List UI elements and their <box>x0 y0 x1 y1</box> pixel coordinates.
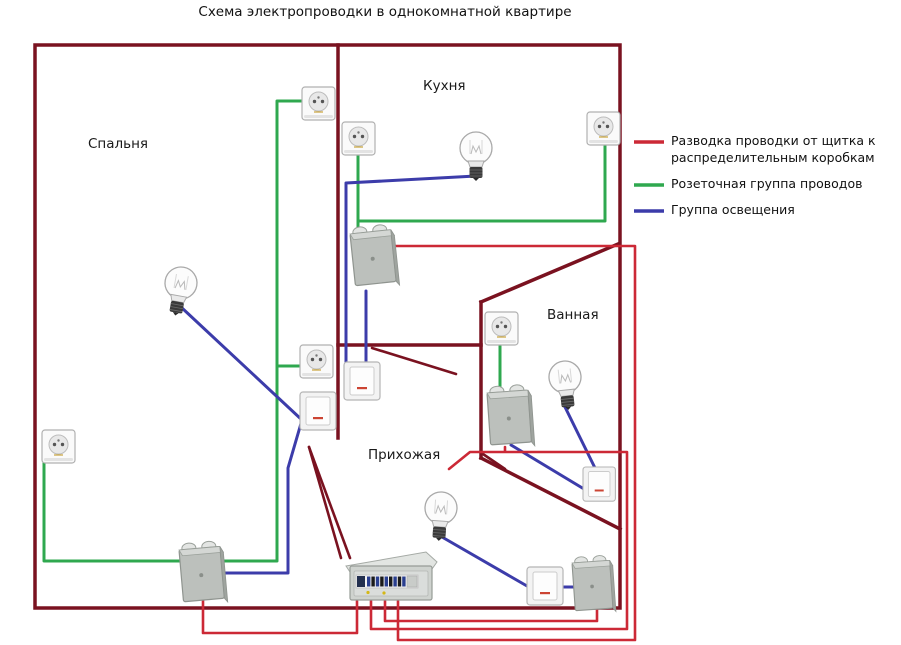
socket-kitchen-right <box>586 111 621 146</box>
switch-bedroom <box>299 391 337 431</box>
room-label-bathroom: Ванная <box>547 307 599 323</box>
wire-blue-bedroom <box>180 306 304 575</box>
door-leaf-bedroom <box>307 445 343 560</box>
room-label-bedroom: Спальня <box>88 136 148 152</box>
legend-item-lighting-group: Группа освещения <box>632 201 900 218</box>
switch-kitchen <box>343 361 381 401</box>
electrical-panel <box>345 551 438 601</box>
socket-kitchen-left <box>341 121 376 156</box>
junction-box-kitchen <box>348 222 401 291</box>
wire-red-bedroom-feeder <box>201 598 359 635</box>
wire-red-bathroom-feeder <box>369 445 629 631</box>
socket-group-wires <box>42 99 607 563</box>
legend-item-socket-group: Розеточная группа проводов <box>632 175 900 192</box>
wire-blue-bathroom-bulb <box>563 405 597 470</box>
room-label-kitchen: Кухня <box>423 78 466 94</box>
bulb-hall <box>422 490 459 543</box>
legend-label-lighting: Группа освещения <box>671 202 795 217</box>
legend-swatch-blue <box>634 209 664 213</box>
bulb-bathroom <box>546 358 586 413</box>
junction-box-bedroom <box>177 539 229 607</box>
legend-label-line1: Разводка проводки от щитка к <box>671 133 876 148</box>
bulb-kitchen <box>459 131 493 182</box>
lighting-group-wires <box>180 174 597 589</box>
wire-red-kitchen-feeder <box>391 244 637 642</box>
wire-blue-hall-bulb <box>440 535 529 588</box>
socket-bedroom-top <box>301 86 336 121</box>
switch-hall <box>526 566 564 606</box>
wall-bathroom-top <box>478 241 621 305</box>
outer-wall <box>33 43 622 610</box>
socket-bedroom-mid <box>299 344 334 379</box>
bulb-bedroom <box>158 263 201 319</box>
door-leaf-kitchen <box>370 346 458 376</box>
switch-bathroom <box>582 466 616 502</box>
legend-label-sockets: Розеточная группа проводов <box>671 176 863 191</box>
junction-box-hall <box>571 554 617 615</box>
legend: Разводка проводки от щитка к распределит… <box>632 132 900 227</box>
legend-swatch-red <box>634 140 664 144</box>
room-label-hall: Прихожая <box>368 447 440 463</box>
junction-box-bathroom <box>485 383 536 450</box>
socket-bathroom <box>484 311 519 346</box>
wire-blue-kitchen-bulb <box>344 174 478 364</box>
wire-red-hall-feeder <box>383 599 599 623</box>
panel-feeder-wires <box>201 244 637 642</box>
wire-green-bedroom <box>42 99 305 563</box>
page-title: Схема электропроводки в однокомнатной кв… <box>198 4 572 20</box>
socket-bedroom-left <box>41 429 76 464</box>
door-leaf-bathroom <box>478 450 507 471</box>
legend-label-line2: распределительным коробкам <box>671 150 875 165</box>
wire-dark-panel-bedroom <box>307 445 352 560</box>
wire-green-kitchen-right <box>356 144 607 223</box>
legend-item-panel-wiring: Разводка проводки от щитка к распределит… <box>632 132 900 166</box>
legend-swatch-green <box>634 183 664 187</box>
walls <box>33 43 623 610</box>
